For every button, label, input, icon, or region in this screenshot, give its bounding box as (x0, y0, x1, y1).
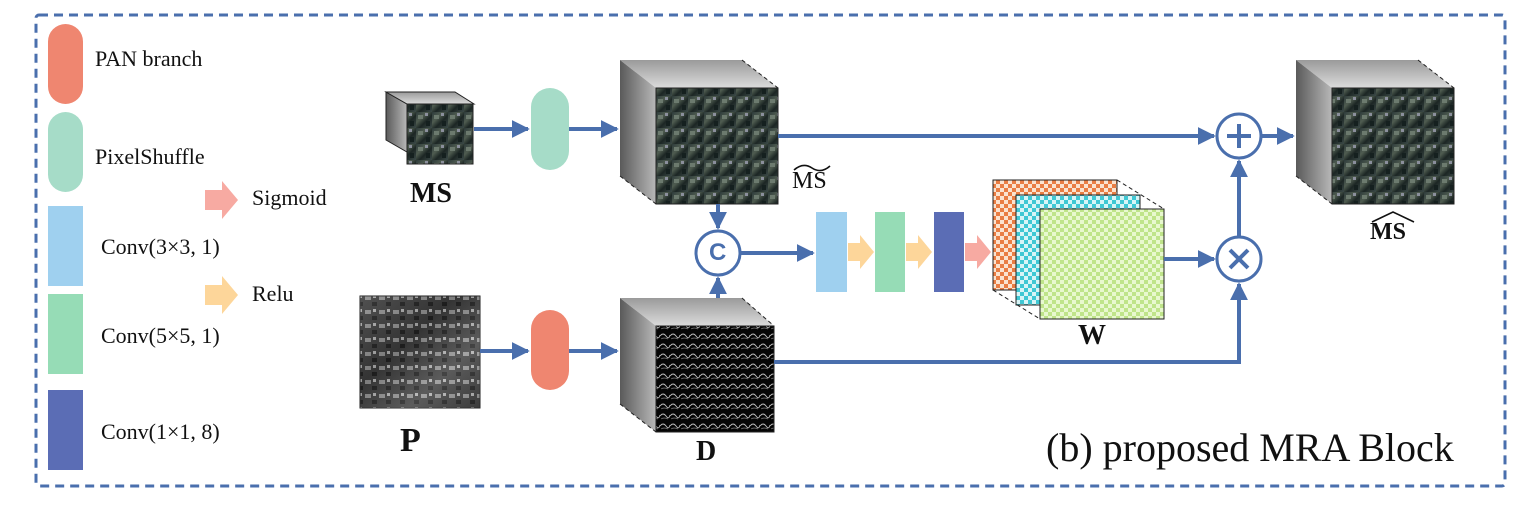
relu-arrow-1 (848, 235, 874, 269)
d-label: D (696, 436, 717, 467)
legend-conv5-label: Conv(5×5, 1) (101, 323, 220, 348)
block-frame (34, 13, 1507, 488)
legend-sigmoid-label: Sigmoid (252, 185, 327, 210)
legend-conv3-label: Conv(3×3, 1) (101, 234, 220, 259)
legend-conv5-swatch (48, 294, 83, 374)
conv5-block (875, 212, 905, 292)
legend-conv1-swatch (48, 390, 83, 470)
multiply-node (1215, 235, 1263, 283)
conv3-block (816, 212, 847, 292)
pan-image-overlay (360, 296, 480, 408)
sigmoid-arrow (965, 235, 991, 269)
caption: (b) proposed MRA Block (1046, 425, 1454, 470)
legend-pan-branch-label: PAN branch (95, 46, 203, 71)
legend-pixelshuffle-swatch (48, 112, 83, 192)
legend-sigmoid-arrow (205, 181, 238, 219)
ms-hat-output-cube (1295, 59, 1455, 205)
tilde-mark (793, 164, 831, 172)
legend-relu-arrow (205, 276, 238, 314)
ms-tilde-cube (619, 59, 779, 205)
pixelshuffle-block (531, 88, 569, 170)
flow-arrows (474, 120, 1295, 364)
ms-input-cube (384, 91, 476, 165)
arrow-d-to-multiply (774, 282, 1248, 364)
add-node (1215, 112, 1263, 160)
legend-relu-label: Relu (252, 281, 294, 306)
hat-mark (1371, 211, 1415, 223)
relu-arrow-2 (906, 235, 932, 269)
legend-conv3-swatch (48, 206, 83, 286)
conv1-block (934, 212, 964, 292)
w-weight-stack (992, 179, 1165, 320)
ms-label: MS (410, 178, 452, 209)
concat-symbol: C (709, 239, 727, 266)
ms-tilde-label: MS (792, 168, 827, 194)
d-detail-cube (619, 297, 775, 433)
legend-conv1-label: Conv(1×1, 8) (101, 419, 220, 444)
legend-pixelshuffle-label: PixelShuffle (95, 144, 205, 169)
pan-branch-block (531, 310, 569, 390)
p-label: P (400, 422, 421, 459)
ms-hat-label: MS (1370, 219, 1406, 245)
w-label: W (1078, 320, 1106, 351)
legend-pan-branch-swatch (48, 24, 83, 104)
